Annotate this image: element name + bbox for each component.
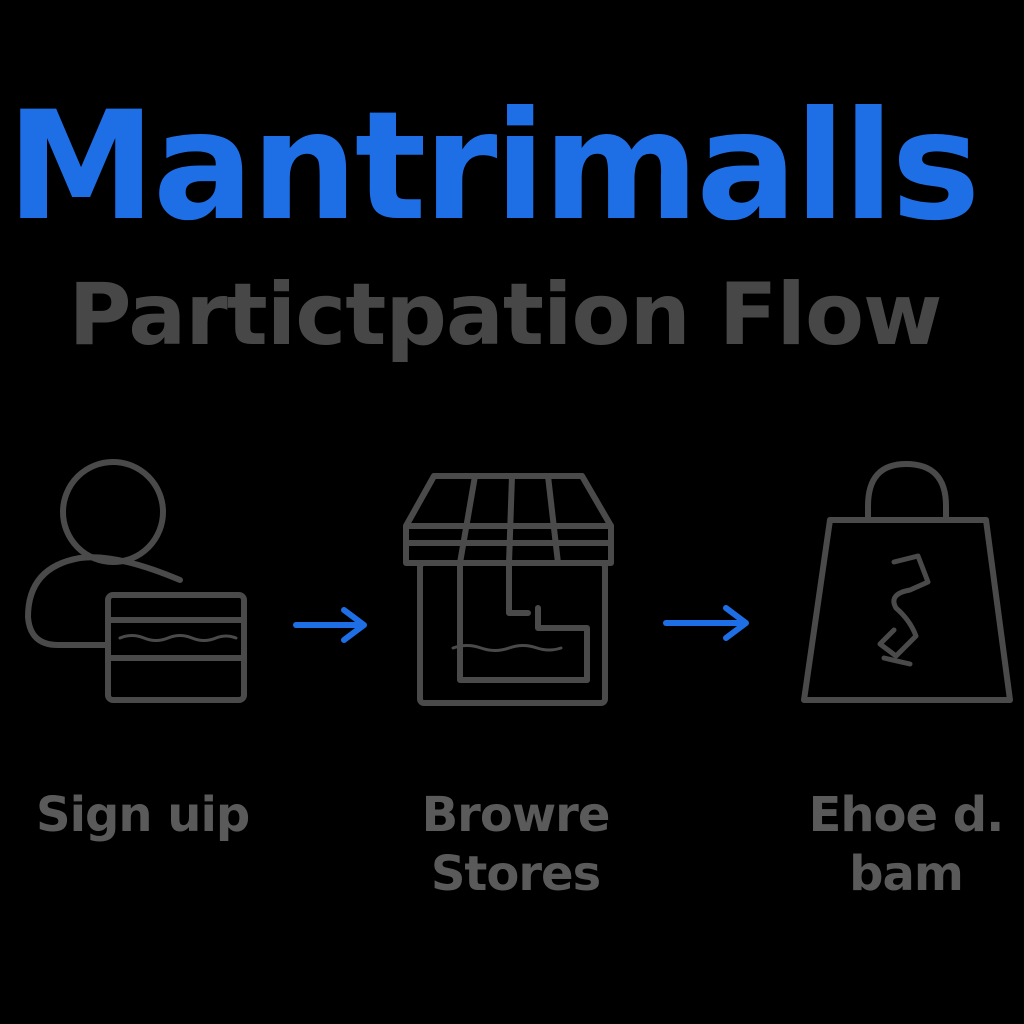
storefront-icon — [403, 473, 614, 706]
step-label-sign-up: Sign uip — [36, 787, 250, 843]
page-title: Mantrimalls — [6, 80, 980, 254]
step-label-final: Ehoe d. bam — [808, 787, 1005, 902]
arrow-right-icon — [293, 607, 367, 643]
user-with-card-icon — [25, 459, 247, 703]
page-subtitle: Partictpation Flow — [68, 265, 942, 365]
step-label-browse-stores: Browre Stores — [421, 787, 611, 902]
shopping-bag-icon — [801, 461, 1013, 703]
arrow-right-icon — [663, 605, 749, 641]
